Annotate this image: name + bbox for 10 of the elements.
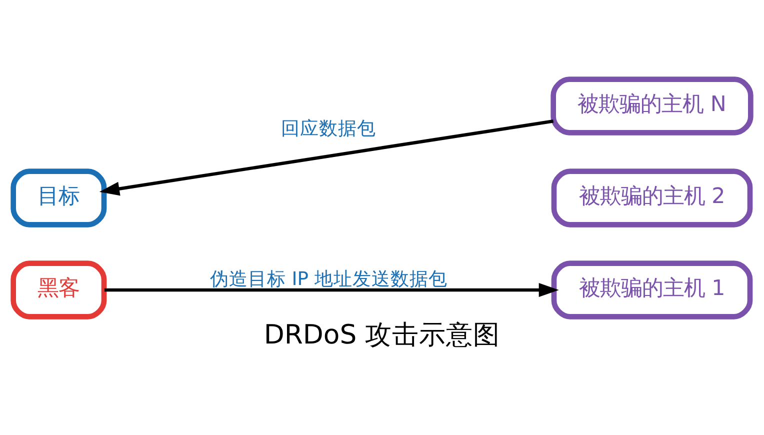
node-box: 被欺骗的主机 N: [550, 76, 754, 135]
node-box: 被欺骗的主机 1: [551, 260, 753, 319]
node-box: 目标: [10, 168, 107, 227]
node-box: 黑客: [10, 260, 107, 319]
caption: DRDoS 攻击示意图: [264, 318, 500, 350]
edge-label: 回应数据包: [281, 118, 376, 139]
arrow: [104, 282, 559, 297]
node-box: 被欺骗的主机 2: [551, 168, 753, 227]
arrow: [99, 119, 554, 196]
edge-label: 伪造目标 IP 地址发送数据包: [210, 268, 448, 290]
